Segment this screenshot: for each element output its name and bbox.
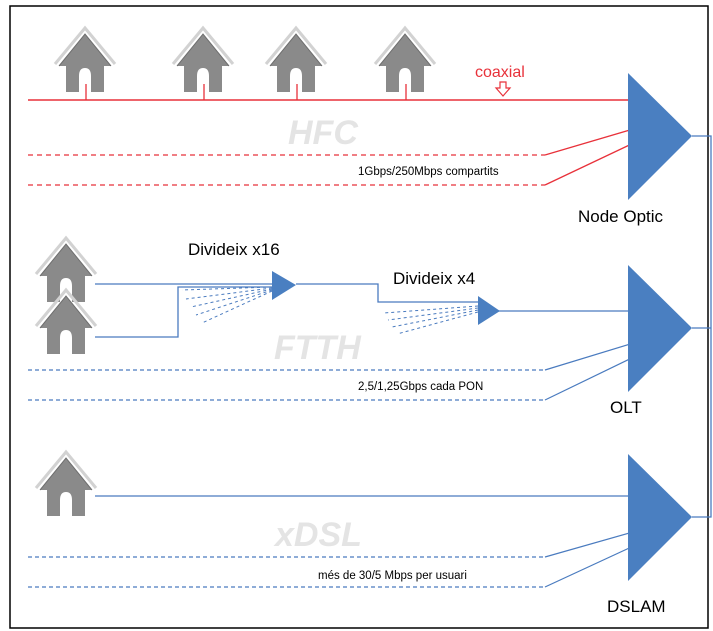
device-label-ftth: OLT — [610, 398, 642, 417]
diagram-border — [9, 5, 709, 629]
ftth-section: Divideix x16 Divideix x4 FTTH 2,5/1,25Gb… — [28, 236, 692, 417]
splitter-label-2: Divideix x4 — [393, 269, 475, 288]
section-name-ftth: FTTH — [274, 329, 362, 367]
capacity-ftth: 2,5/1,25Gbps cada PON — [358, 381, 483, 393]
capacity-hfc: 1Gbps/250Mbps compartits — [358, 166, 499, 178]
splitter-triangle — [272, 271, 296, 300]
split-line — [383, 305, 479, 314]
copper-connector — [544, 529, 641, 558]
fiber-line — [296, 283, 478, 303]
device-label-xdsl: DSLAM — [607, 597, 666, 616]
split-line — [201, 290, 273, 324]
coax-connector — [544, 139, 641, 186]
split-line — [195, 289, 273, 316]
split-line — [396, 311, 479, 335]
coax-connector — [544, 126, 641, 156]
hfc-section: coaxial HFC 1Gbps/250Mbps compartits Nod… — [28, 26, 692, 226]
device-label-hfc: Node Optic — [578, 207, 664, 226]
down-arrow-icon — [494, 81, 512, 97]
olt-triangle — [628, 265, 692, 392]
coaxial-label: coaxial — [475, 64, 525, 81]
copper-connector — [544, 542, 641, 588]
xdsl-section: xDSL més de 30/5 Mbps per usuari DSLAM — [28, 450, 692, 616]
section-name-hfc: HFC — [288, 114, 358, 152]
dslam-triangle — [628, 454, 692, 581]
split-line — [190, 288, 273, 308]
fiber-connector — [544, 353, 641, 401]
fiber-connector — [544, 340, 641, 371]
fiber-line — [95, 286, 272, 338]
split-line — [185, 287, 273, 300]
backbone-line — [692, 135, 712, 518]
splitter-triangle — [478, 296, 500, 325]
backbone — [692, 135, 712, 518]
capacity-xdsl: més de 30/5 Mbps per usuari — [318, 570, 467, 582]
section-name-xdsl: xDSL — [273, 516, 362, 554]
node-optic-triangle — [628, 73, 692, 200]
split-line — [391, 309, 479, 328]
splitter-label-1: Divideix x16 — [188, 240, 280, 259]
